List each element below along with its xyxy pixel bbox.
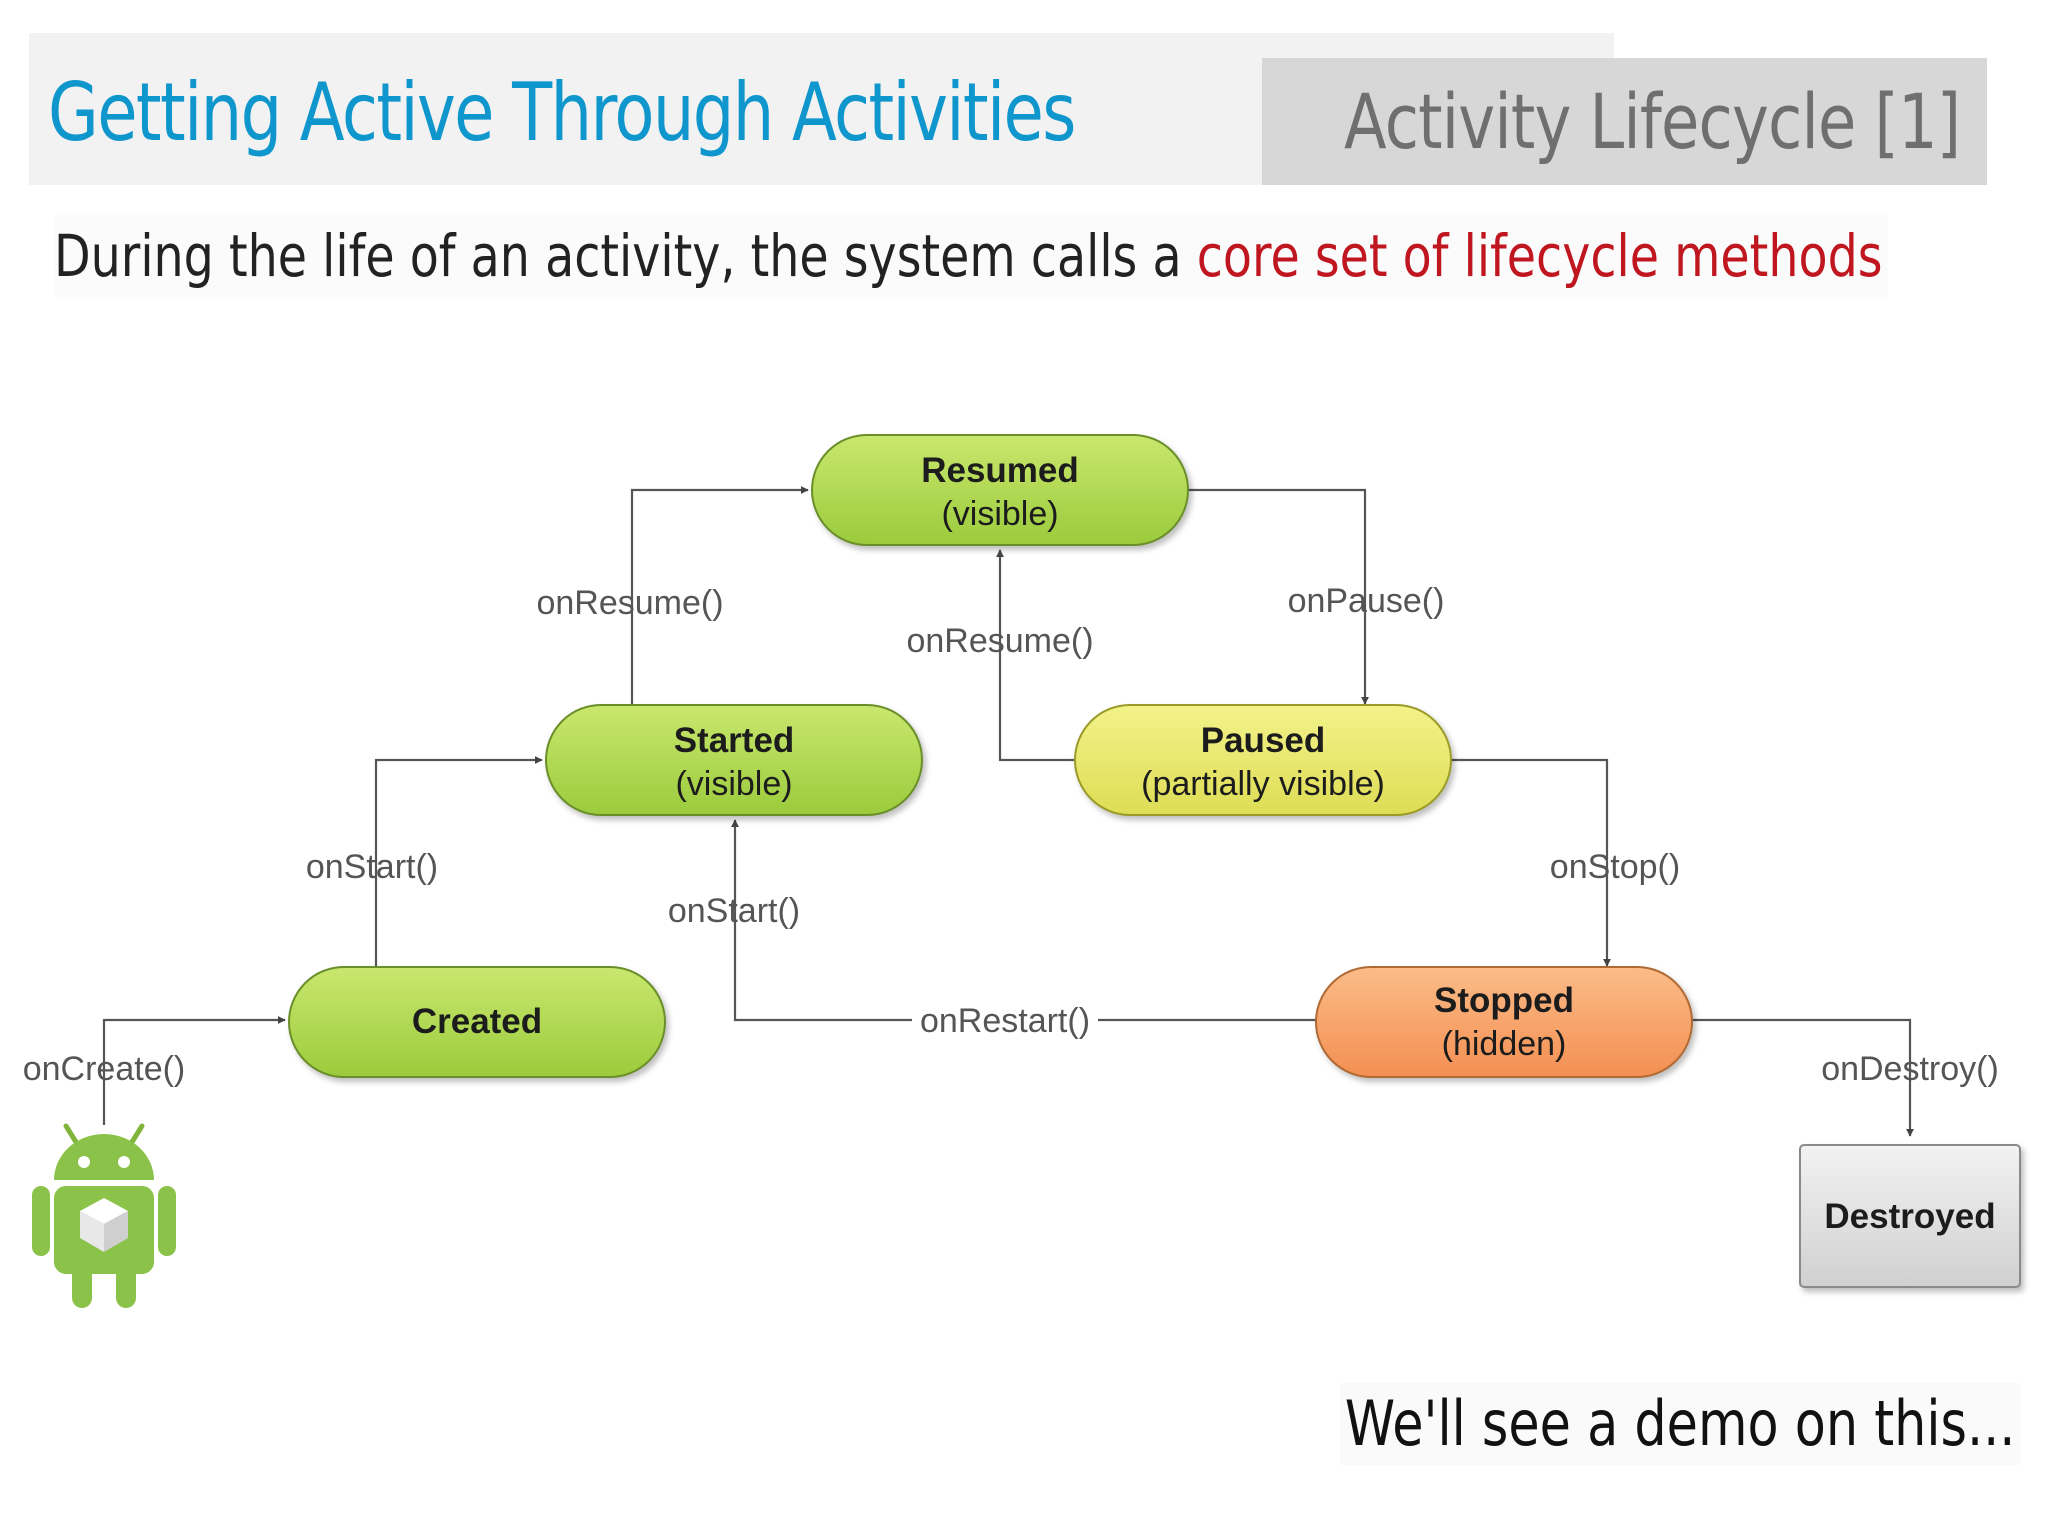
footer-note: We'll see a demo on this... xyxy=(1340,1383,2021,1465)
state-started: Started (visible) xyxy=(545,704,923,816)
subtitle-highlight: core set of lifecycle methods xyxy=(1196,222,1883,290)
edge-ondestroy xyxy=(1692,1018,1914,1137)
label-onresume-started: onResume() xyxy=(536,584,723,622)
subtitle: During the life of an activity, the syst… xyxy=(54,215,1888,297)
label-onresume-paused: onResume() xyxy=(906,622,1093,660)
label-ondestroy: onDestroy() xyxy=(1821,1050,1999,1088)
state-created-title: Created xyxy=(412,1002,542,1041)
state-resumed-title: Resumed xyxy=(921,451,1079,490)
state-stopped-title: Stopped xyxy=(1434,981,1574,1020)
label-onstop: onStop() xyxy=(1550,848,1680,886)
label-onstart-created: onStart() xyxy=(306,848,438,886)
state-stopped: Stopped (hidden) xyxy=(1315,966,1693,1078)
state-paused-title: Paused xyxy=(1201,721,1326,760)
state-resumed: Resumed (visible) xyxy=(811,434,1189,546)
state-destroyed: Destroyed xyxy=(1799,1144,2021,1288)
label-onrestart: onRestart() xyxy=(920,1002,1090,1040)
state-destroyed-title: Destroyed xyxy=(1824,1197,1995,1236)
state-paused-sub: (partially visible) xyxy=(1141,765,1385,803)
state-paused: Paused (partially visible) xyxy=(1074,704,1452,816)
page-title: Getting Active Through Activities xyxy=(48,66,1076,159)
edge-onresume-paused xyxy=(996,549,1075,762)
section-box xyxy=(1262,58,1987,185)
subtitle-text: During the life of an activity, the syst… xyxy=(54,222,1197,290)
section-title: Activity Lifecycle [1] xyxy=(1344,77,1961,166)
state-started-sub: (visible) xyxy=(675,765,792,803)
label-onstart-restart: onStart() xyxy=(668,892,800,930)
label-oncreate: onCreate() xyxy=(23,1050,186,1088)
state-resumed-sub: (visible) xyxy=(941,495,1058,533)
label-onrestart-bg xyxy=(912,996,1098,1038)
edge-onstop xyxy=(1450,758,1611,967)
state-created: Created xyxy=(288,966,666,1078)
edge-onpause xyxy=(1188,488,1369,705)
edge-onstart-created xyxy=(374,756,543,968)
state-started-title: Started xyxy=(674,721,795,760)
android-robot-icon xyxy=(32,1123,176,1308)
edge-onresume-started xyxy=(630,486,809,708)
edge-oncreate xyxy=(102,1016,286,1125)
edge-onrestart xyxy=(731,819,1316,1022)
label-onpause: onPause() xyxy=(1288,582,1445,620)
state-stopped-sub: (hidden) xyxy=(1442,1025,1567,1063)
